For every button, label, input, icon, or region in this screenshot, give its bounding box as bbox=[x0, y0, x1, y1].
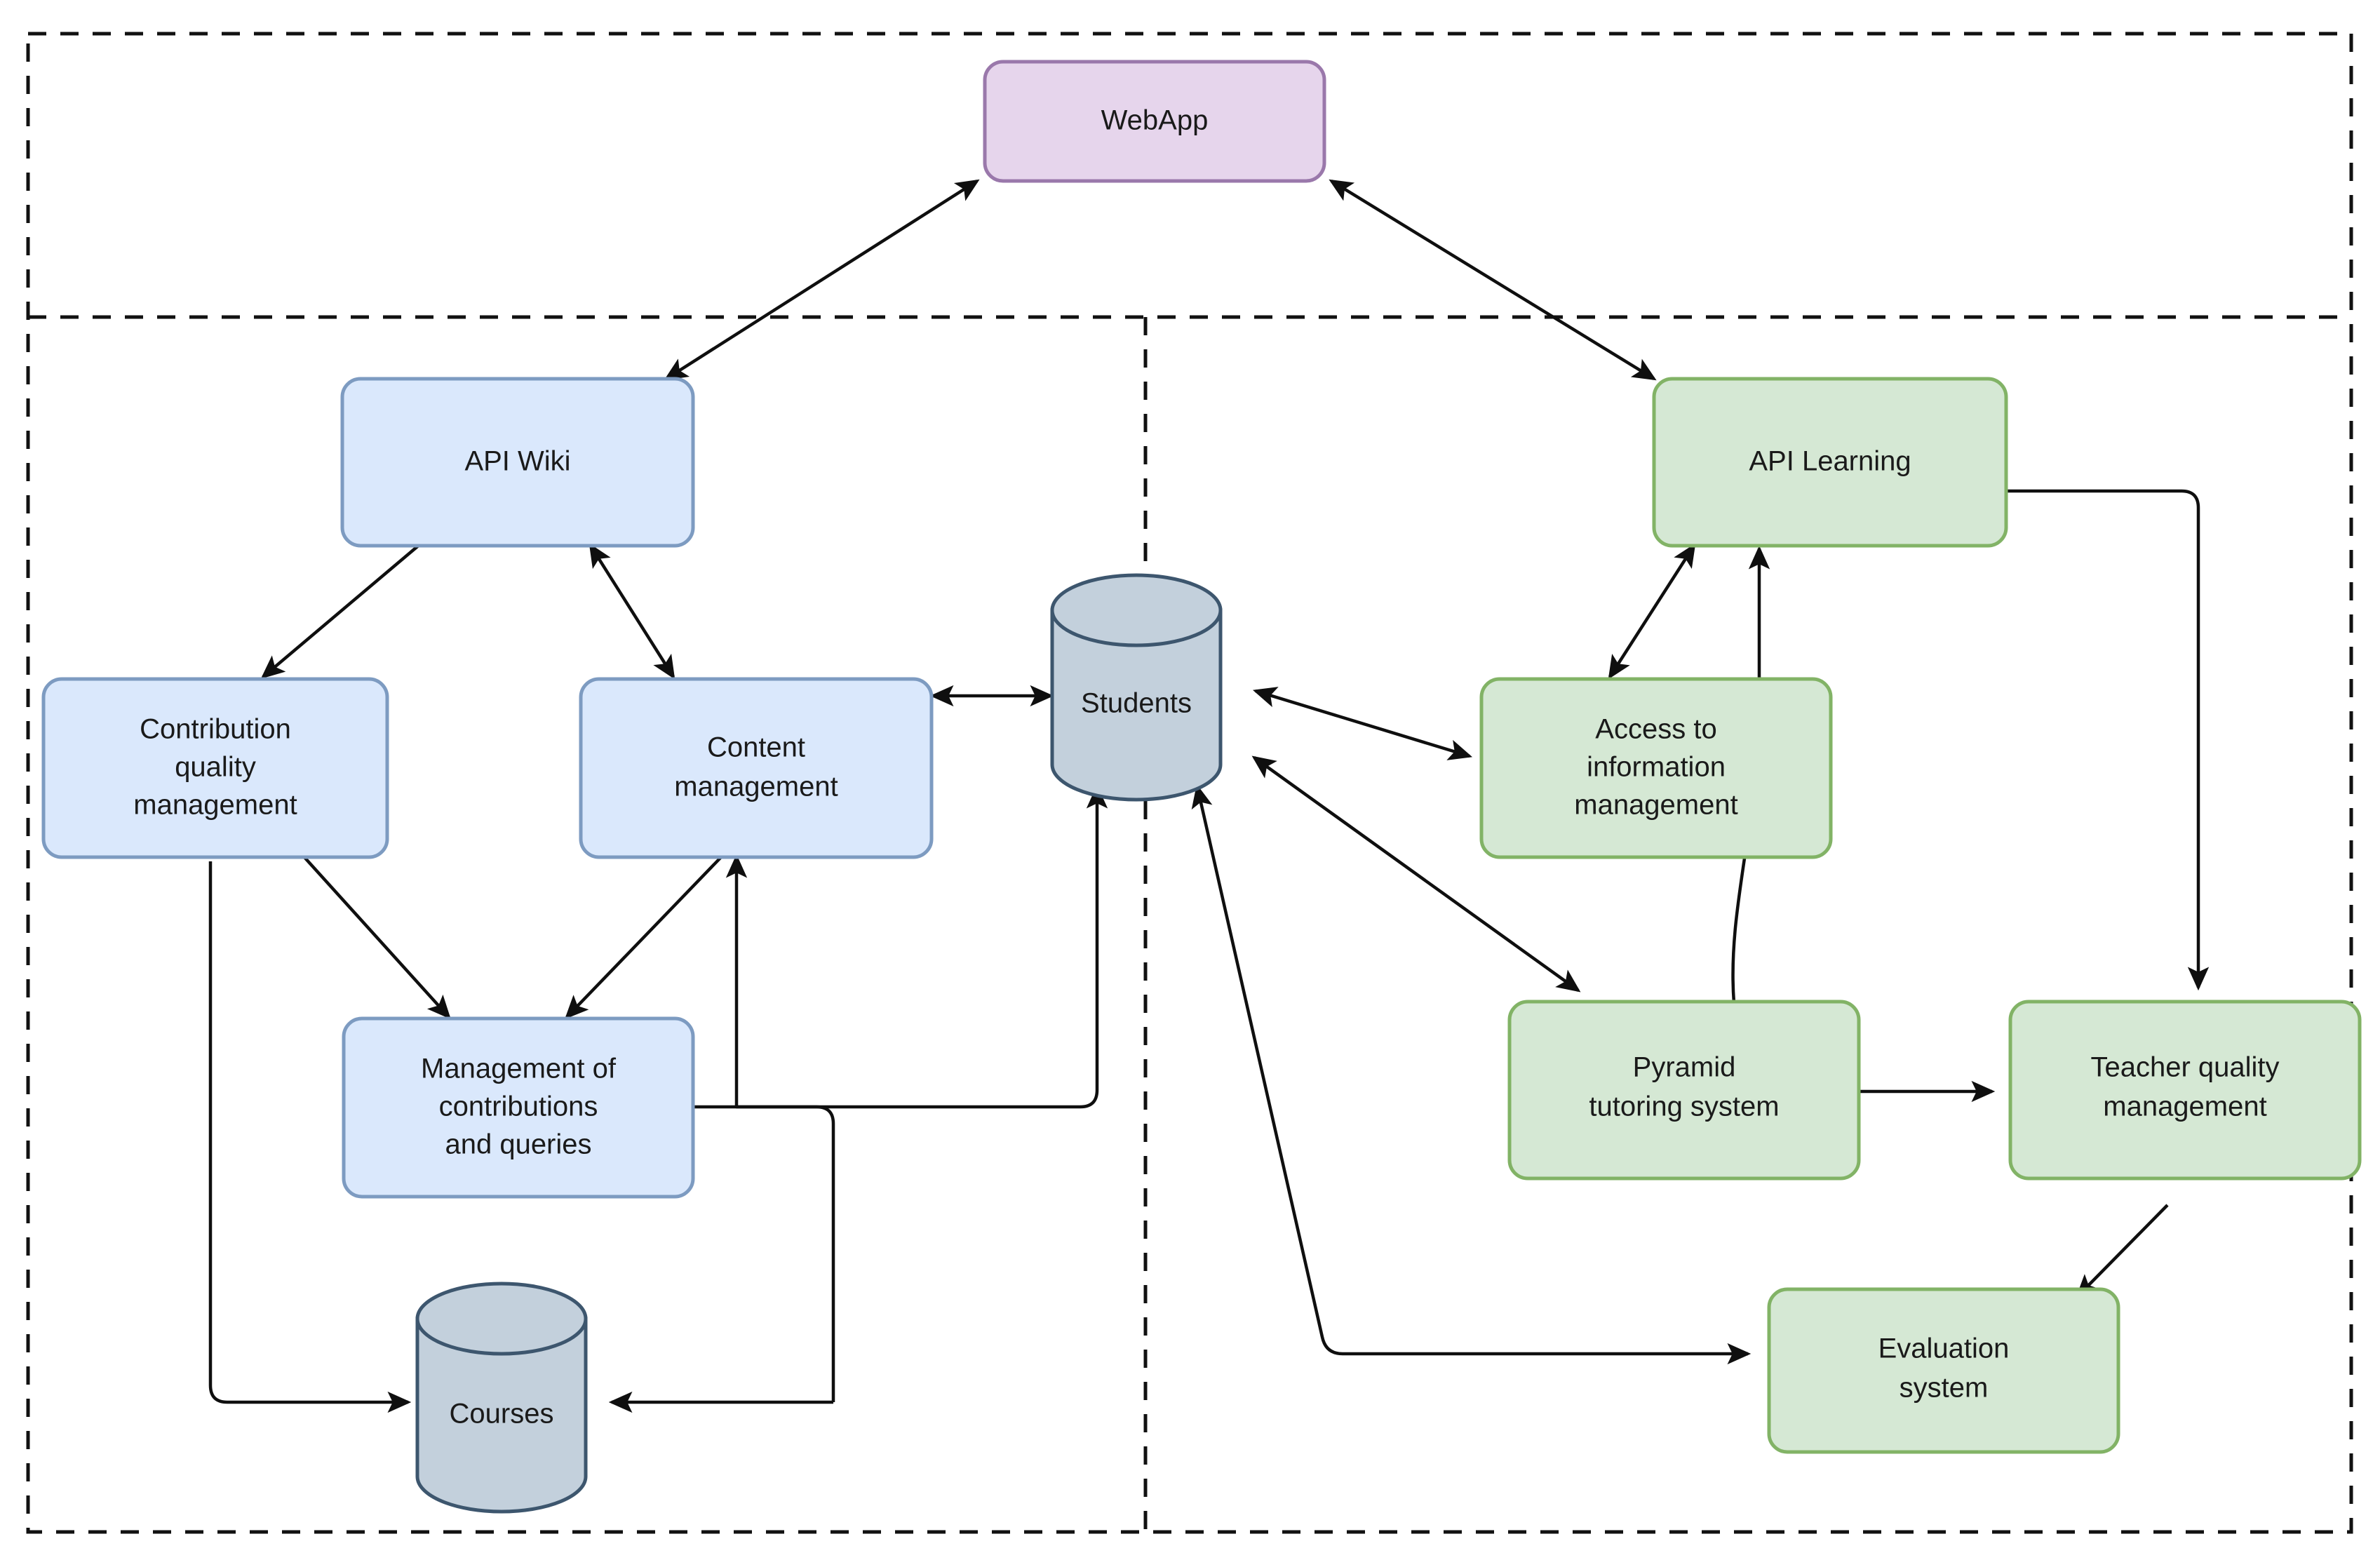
students-cylinder-top bbox=[1050, 573, 1223, 647]
node-api-learning[interactable]: API Learning bbox=[1652, 377, 2008, 548]
node-students[interactable]: Students bbox=[1050, 573, 1223, 802]
content-management-box[interactable] bbox=[579, 677, 934, 859]
node-webapp[interactable]: WebApp bbox=[983, 60, 1326, 183]
evaluation-system-box[interactable] bbox=[1767, 1287, 2120, 1454]
contribution-quality-box[interactable] bbox=[41, 677, 389, 859]
edge-webapp-api-wiki bbox=[664, 179, 980, 381]
edge-layer bbox=[208, 179, 2210, 1413]
node-contribution-quality[interactable]: Contribution quality management bbox=[41, 677, 389, 859]
api-learning-box[interactable] bbox=[1652, 377, 2008, 548]
node-access-information[interactable]: Access to information management bbox=[1479, 677, 1833, 859]
courses-cylinder-top bbox=[415, 1282, 588, 1356]
edge-courses-content-management bbox=[725, 854, 835, 1402]
node-pyramid-tutoring[interactable]: Pyramid tutoring system bbox=[1507, 1000, 1861, 1181]
node-courses[interactable]: Courses bbox=[415, 1282, 588, 1514]
edge-api-learning-teacher-quality bbox=[2006, 489, 2210, 991]
node-content-management[interactable]: Content management bbox=[579, 677, 934, 859]
students-cylinder-body[interactable] bbox=[1050, 608, 1223, 802]
edge-api-wiki-content-management bbox=[589, 543, 675, 680]
node-evaluation-system[interactable]: Evaluation system bbox=[1767, 1287, 2120, 1454]
webapp-box[interactable] bbox=[983, 60, 1326, 183]
api-wiki-box[interactable] bbox=[340, 377, 695, 548]
node-management-contributions[interactable]: Management of contributions and queries bbox=[342, 1016, 695, 1199]
edge-content-management-management-contributions bbox=[565, 856, 722, 1020]
edge-students-evaluation-system bbox=[1191, 784, 1752, 1365]
edge-students-access-information bbox=[1252, 687, 1473, 760]
node-api-wiki[interactable]: API Wiki bbox=[340, 377, 695, 548]
courses-cylinder-body[interactable] bbox=[415, 1317, 588, 1514]
edge-teacher-quality-evaluation-system bbox=[2076, 1204, 2169, 1299]
node-teacher-quality[interactable]: Teacher quality management bbox=[2008, 1000, 2362, 1181]
edge-management-contributions-students bbox=[693, 784, 1108, 1109]
pyramid-tutoring-box[interactable] bbox=[1507, 1000, 1861, 1181]
teacher-quality-box[interactable] bbox=[2008, 1000, 2362, 1181]
edge-api-wiki-contribution-quality bbox=[260, 542, 422, 679]
edge-api-learning-access-information bbox=[1608, 543, 1696, 680]
access-information-box[interactable] bbox=[1479, 677, 1833, 859]
edge-webapp-api-learning bbox=[1329, 179, 1657, 381]
edge-contribution-quality-management-contributions bbox=[302, 854, 451, 1020]
management-contributions-box[interactable] bbox=[342, 1016, 695, 1199]
edge-contribution-quality-courses bbox=[208, 861, 412, 1413]
outer-frame bbox=[26, 32, 2353, 1534]
